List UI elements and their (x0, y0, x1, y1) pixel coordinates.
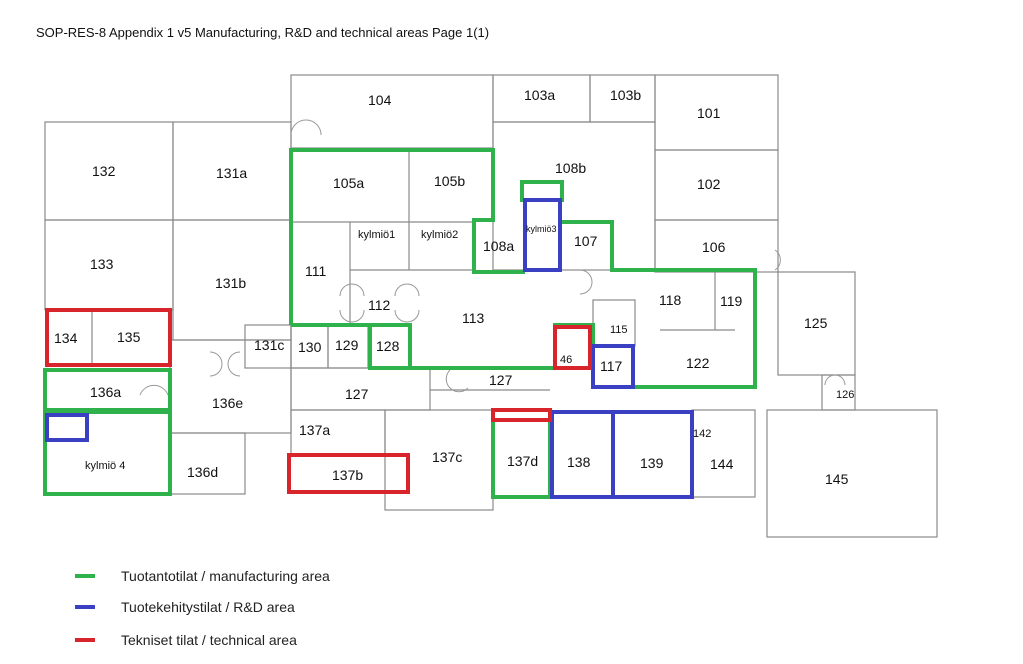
room-label: 135 (117, 329, 141, 345)
room-label: 127 (345, 386, 369, 402)
room-label: 131b (215, 275, 246, 291)
room-label: 108a (483, 238, 514, 254)
room-label: 106 (702, 239, 726, 255)
rnd-areas (45, 198, 694, 499)
room-label: 119 (720, 293, 743, 309)
legend-swatch-blue (75, 605, 95, 609)
room-label: 125 (804, 315, 828, 331)
room-label: 137b (332, 467, 363, 483)
room-label: 104 (368, 92, 392, 108)
room-label: kylmiö2 (421, 229, 458, 241)
room-label: 136e (212, 395, 243, 411)
room-label: 129 (335, 337, 359, 353)
room-label: 115 (610, 324, 628, 336)
legend-label: Tuotekehitystilat / R&D area (121, 599, 295, 615)
room-label: 133 (90, 256, 114, 272)
room-label: 136d (187, 464, 218, 480)
room-label: 122 (686, 355, 710, 371)
room-label: 137d (507, 453, 538, 469)
room-label: 138 (567, 454, 591, 470)
room-label: kylmiö1 (358, 229, 395, 241)
room-label: 131a (216, 165, 247, 181)
manufacturing-areas (43, 148, 757, 499)
room-label: 132 (92, 163, 116, 179)
room-label: kylmiö 4 (85, 460, 125, 472)
room-labels: 104 103a 103b 101 102 106 108b 132 131a … (54, 87, 854, 487)
room-label: 137c (432, 449, 462, 465)
room-label: 142 (693, 428, 711, 440)
room-label: 101 (697, 105, 721, 121)
walls (44, 74, 938, 538)
room-label: 128 (376, 338, 400, 354)
room-label: 126 (836, 389, 854, 401)
legend-swatch-green (75, 574, 95, 578)
room-label: 117 (600, 358, 623, 374)
legend-label: Tuotantotilat / manufacturing area (121, 568, 330, 584)
room-label: 145 (825, 471, 849, 487)
room-label: 46 (560, 354, 572, 366)
room-label: 144 (710, 456, 734, 472)
room-label: 130 (298, 339, 322, 355)
room-label: 102 (697, 176, 721, 192)
room-label: 107 (574, 233, 598, 249)
room-label: 127 (489, 372, 513, 388)
legend-rnd: Tuotekehitystilat / R&D area (75, 599, 295, 615)
legend-label: Tekniset tilat / technical area (121, 632, 297, 648)
room-label: 103b (610, 87, 641, 103)
room-label: 139 (640, 455, 664, 471)
room-label: 134 (54, 330, 78, 346)
room-label: 136a (90, 384, 121, 400)
room-label: 108b (555, 160, 586, 176)
room-label: 113 (462, 310, 485, 326)
room-label: 103a (524, 87, 555, 103)
room-label: 131c (254, 337, 284, 353)
room-label: kylmiö3 (526, 224, 557, 234)
page-title: SOP-RES-8 Appendix 1 v5 Manufacturing, R… (36, 25, 490, 40)
legend-manufacturing: Tuotantotilat / manufacturing area (75, 568, 330, 584)
room-label: 105a (333, 175, 364, 191)
technical-areas (45, 308, 592, 494)
room-label: 118 (659, 292, 682, 308)
room-label: 112 (368, 297, 391, 313)
room-label: 111 (305, 263, 326, 279)
room-label: 137a (299, 422, 330, 438)
legend-swatch-red (75, 638, 95, 642)
room-label: 105b (434, 173, 465, 189)
legend-technical: Tekniset tilat / technical area (75, 632, 297, 648)
